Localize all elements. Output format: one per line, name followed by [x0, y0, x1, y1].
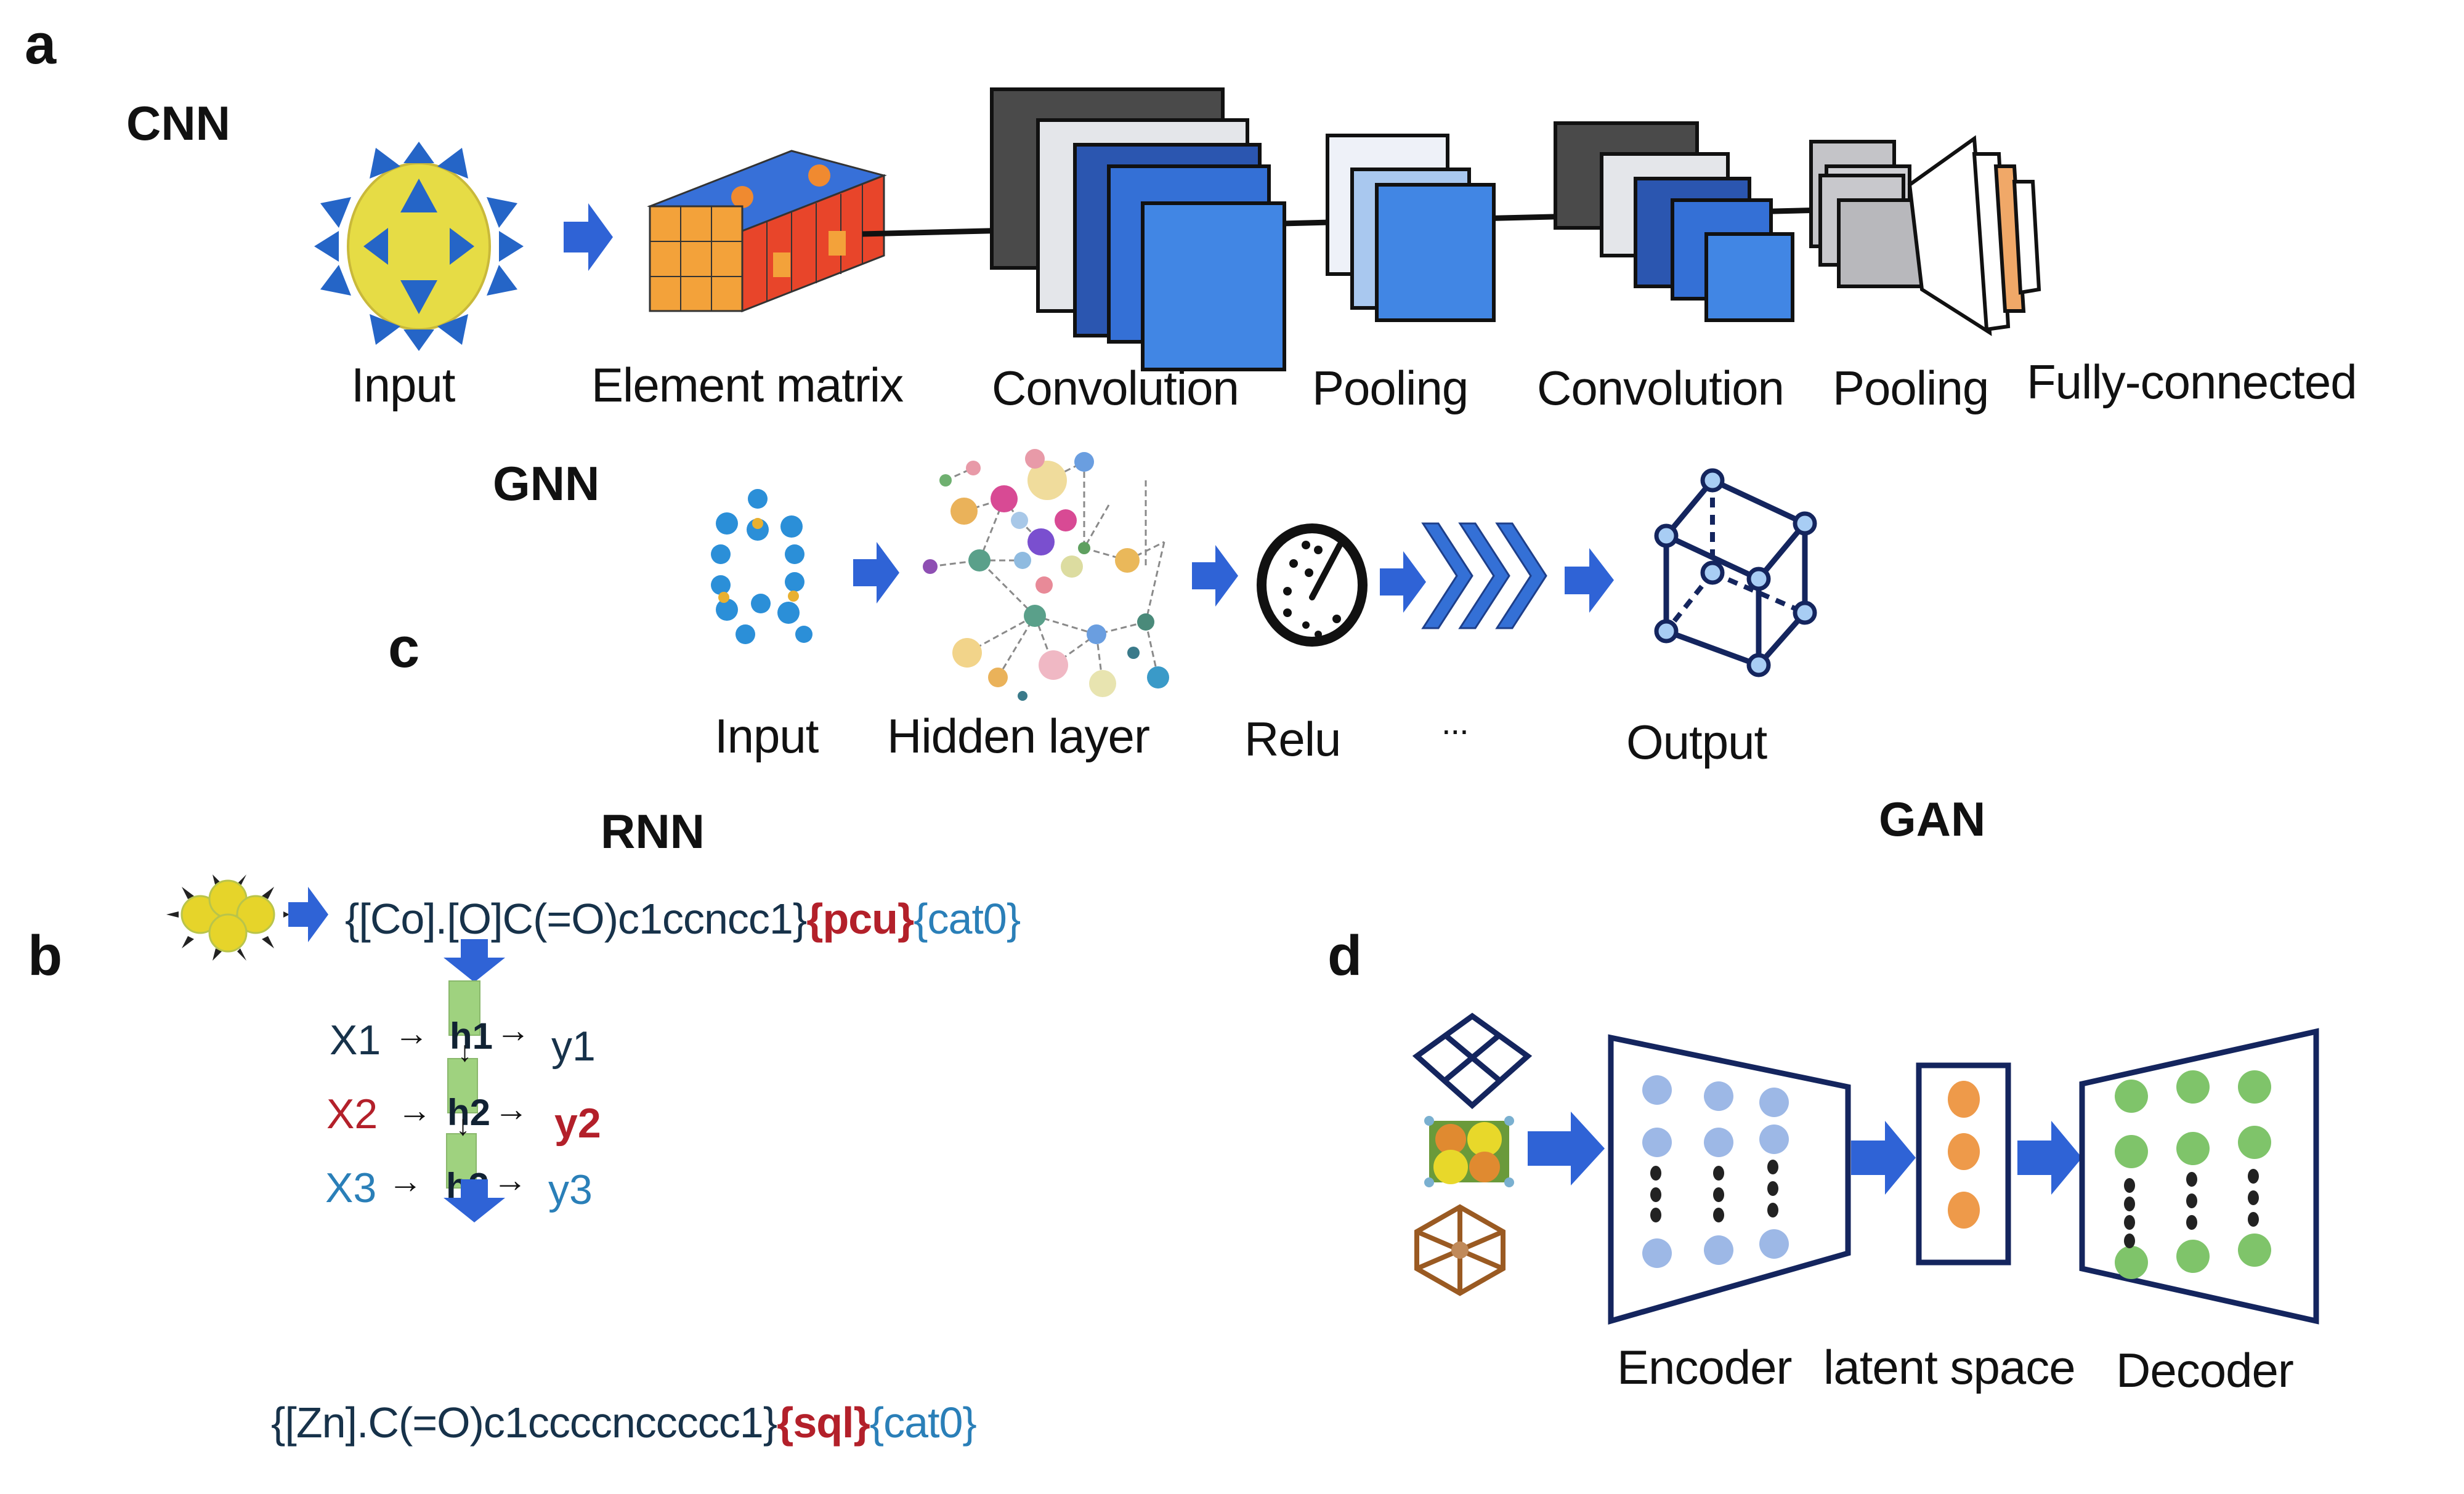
gan-arrow-2-icon: [1851, 1121, 1916, 1195]
rnn-arrow-x1-h1: →: [394, 1014, 429, 1052]
fully-connected-block: [1907, 135, 2041, 336]
rnn-cell-h2: [447, 1058, 478, 1113]
rnn-arrow-h2-y2: →: [494, 1089, 529, 1128]
gan-input-net-icon: [1412, 1012, 1533, 1110]
gnn-caption-relu: Relu: [1244, 712, 1341, 766]
gan-title: GAN: [1879, 792, 1986, 846]
cnn-caption-element-matrix: Element matrix: [591, 358, 904, 412]
cnn-caption-pooling-1: Pooling: [1312, 361, 1469, 415]
gnn-caption-ellipsis: ...: [1441, 703, 1469, 741]
panel-label-c: c: [388, 616, 420, 679]
rnn-arrow-in-icon: [288, 887, 328, 942]
rnn-input-smiles: {[Co].[O]C(=O)c1ccncc1}{pcu}{cat0}: [345, 894, 1021, 943]
rnn-arrow-down-2-icon: [444, 1179, 505, 1222]
gan-caption-decoder: Decoder: [2116, 1343, 2294, 1397]
rnn-arrow-h1-h2: ↓: [458, 1035, 472, 1067]
repeat-chevrons-icon: [1421, 522, 1547, 629]
gan-caption-latent-space: latent space: [1823, 1340, 2076, 1394]
cnn-input-mof-icon: [314, 142, 524, 351]
rnn-title: RNN: [601, 804, 705, 858]
cnn-caption-convolution-1: Convolution: [992, 361, 1239, 415]
decoder-block: [2079, 1028, 2319, 1325]
gnn-caption-output: Output: [1626, 715, 1767, 769]
rnn-input-smiles-main: {[Co].[O]C(=O)c1ccncc1}: [345, 895, 807, 943]
pooling-block-1: [1326, 134, 1496, 322]
cnn-layer-stack: [862, 87, 2041, 371]
panel-label-b: b: [28, 924, 63, 987]
gan-input-framework-icon: [1414, 1204, 1506, 1296]
rnn-h2-label: h2: [447, 1092, 491, 1133]
rnn-input-category: {cat0}: [914, 895, 1021, 943]
cnn-arrow-1-icon: [564, 203, 613, 271]
gnn-caption-hidden-layer: Hidden layer: [887, 709, 1150, 763]
gnn-caption-input: Input: [715, 709, 819, 763]
gnn-hidden-layer-graph-icon: [923, 449, 1169, 701]
rnn-arrow-down-1-icon: [444, 939, 505, 982]
rnn-x2-label: X2: [326, 1091, 378, 1137]
pooling-block-2: [1809, 140, 1924, 288]
latent-space-block: [1916, 1062, 2011, 1266]
gan-caption-encoder: Encoder: [1617, 1340, 1793, 1394]
panel-label-a: a: [25, 13, 57, 76]
gnn-arrow-4-icon: [1565, 548, 1614, 613]
conv-block-2: [1554, 121, 1794, 322]
rnn-arrow-h2-h3: ↓: [456, 1109, 470, 1141]
rnn-arrow-x3-h3: →: [388, 1161, 423, 1200]
rnn-cell-h1: [448, 980, 480, 1036]
rnn-output-smiles-main: {[Zn].C(=O)c1ccccnccccc1}: [271, 1399, 777, 1447]
rnn-h1-label: h1: [450, 1016, 493, 1057]
rnn-arrow-h3-y3: →: [493, 1160, 527, 1199]
gan-arrow-3-icon: [2017, 1121, 2082, 1195]
cnn-caption-input: Input: [351, 358, 455, 412]
cnn-caption-fully-connected: Fully-connected: [2027, 355, 2357, 409]
gnn-arrow-3-icon: [1380, 551, 1426, 613]
gan-arrow-1-icon: [1528, 1112, 1605, 1185]
cnn-title: CNN: [126, 96, 230, 150]
encoder-block: [1608, 1034, 1851, 1325]
relu-gauge-icon: [1257, 523, 1368, 647]
rnn-arrow-h1-y1: →: [496, 1011, 530, 1049]
gnn-arrow-1-icon: [853, 542, 899, 604]
rnn-y1-label: y1: [551, 1023, 596, 1070]
rnn-y2-label: y2: [554, 1100, 601, 1147]
rnn-output-category: {cat0}: [869, 1399, 977, 1447]
element-matrix-cube-icon: [647, 150, 887, 313]
rnn-y3-label: y3: [548, 1166, 593, 1213]
output-crystal-cell-icon: [1654, 468, 1817, 677]
gnn-arrow-2-icon: [1192, 545, 1238, 607]
rnn-output-smiles: {[Zn].C(=O)c1ccccnccccc1}{sql}{cat0}: [271, 1398, 977, 1447]
cnn-caption-convolution-2: Convolution: [1537, 361, 1785, 415]
gnn-title: GNN: [493, 456, 600, 511]
gnn-input-molecule-icon: [711, 489, 813, 644]
panel-label-d: d: [1327, 924, 1363, 987]
conv-block-1: [990, 87, 1286, 371]
rnn-input-cluster-icon: [166, 874, 290, 961]
rnn-arrow-x2-h2: →: [397, 1091, 432, 1129]
rnn-x3-label: X3: [325, 1165, 377, 1211]
cnn-caption-pooling-2: Pooling: [1833, 361, 1989, 415]
gan-input-cluster-icon: [1424, 1116, 1514, 1187]
rnn-x1-label: X1: [330, 1017, 381, 1064]
rnn-output-topology: {sql}: [777, 1399, 870, 1447]
rnn-input-topology: {pcu}: [806, 895, 914, 943]
